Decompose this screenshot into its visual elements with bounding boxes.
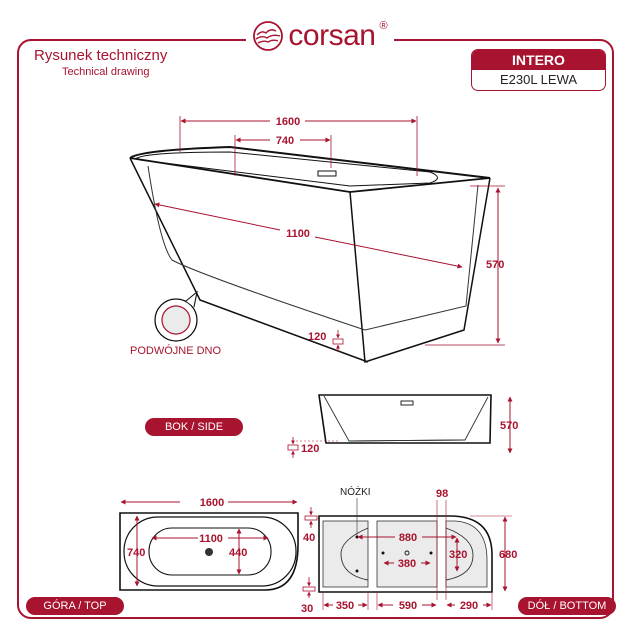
brand-logo: corsan ® (246, 18, 394, 54)
title-english: Technical drawing (62, 66, 150, 78)
dim-top-width: 740 (127, 547, 145, 559)
double-bottom-label: PODWÓJNE DNO (130, 345, 222, 357)
dim-bottom-seg3: 290 (460, 600, 478, 612)
wave-logo-icon (253, 21, 284, 51)
perspective-view: 1600 740 1100 570 120 (129, 116, 505, 364)
dim-top-rim-top: 40 (303, 532, 315, 544)
dim-top-length: 1600 (200, 497, 224, 509)
dim-top-inner-width: 440 (229, 547, 247, 559)
dim-bottom-depth: 680 (499, 549, 517, 561)
dim-bottom-seg2: 590 (399, 600, 417, 612)
model-badge: INTERO E230L LEWA (471, 49, 606, 91)
bottom-view: 880 380 320 98 680 350 590 290 (318, 488, 517, 612)
title-polish: Rysunek techniczny (34, 47, 168, 64)
dim-perspective-height: 570 (486, 259, 504, 271)
brand-name: corsan (288, 19, 376, 52)
registered-mark: ® (379, 20, 388, 32)
dim-perspective-inner-top: 740 (276, 135, 294, 147)
dim-perspective-length: 1600 (276, 116, 300, 128)
dim-top-rim-bottom: 30 (301, 603, 313, 615)
dim-side-bottom: 120 (301, 443, 319, 455)
dim-bottom-feet-spacing: 880 (399, 532, 417, 544)
dim-side-height: 570 (500, 420, 518, 432)
dim-top-inner-length: 1100 (199, 533, 223, 545)
model-code: E230L LEWA (499, 72, 578, 87)
dim-perspective-bottom: 120 (308, 331, 326, 343)
dim-perspective-inner: 1100 (286, 228, 310, 240)
top-view: 1600 740 1100 440 40 30 (119, 497, 318, 615)
dim-bottom-feet-inner: 380 (398, 558, 416, 570)
side-view: 570 120 (287, 394, 518, 458)
model-name: INTERO (472, 50, 605, 70)
dim-bottom-feet-width: 320 (449, 549, 467, 561)
top-view-badge: GÓRA / TOP (26, 597, 124, 615)
dim-bottom-gap: 98 (436, 488, 448, 500)
side-view-badge: BOK / SIDE (145, 418, 243, 436)
dim-bottom-seg1: 350 (336, 600, 354, 612)
feet-label: NÓŻKI (340, 487, 371, 498)
bottom-view-badge: DÓŁ / BOTTOM (518, 597, 616, 615)
